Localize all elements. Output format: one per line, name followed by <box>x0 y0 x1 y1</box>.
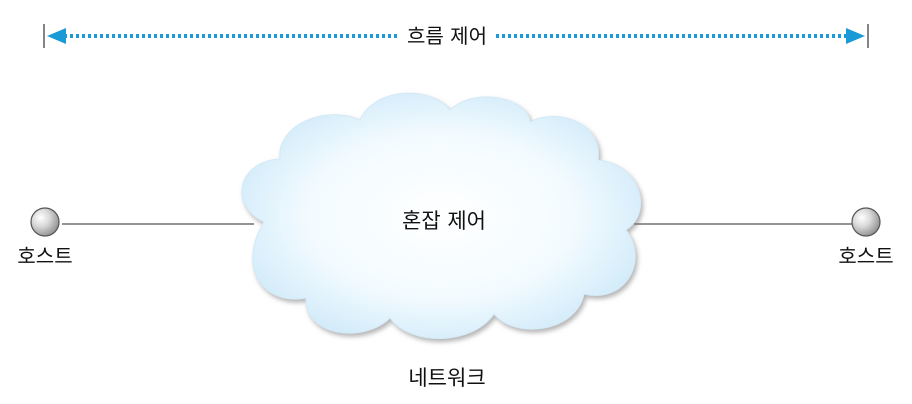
flow-control-label: 흐름 제어 <box>407 24 487 48</box>
right-host: 호스트 <box>838 207 894 268</box>
network-cloud: 혼잡 제어 <box>241 92 642 339</box>
arrow-right-icon <box>846 28 865 44</box>
sphere-node-icon <box>851 207 881 237</box>
left-host: 호스트 <box>17 207 73 268</box>
network-label: 네트워크 <box>408 366 485 390</box>
left-host-label: 호스트 <box>17 244 72 268</box>
arrow-left-icon <box>47 28 66 44</box>
cloud-icon <box>241 92 642 339</box>
right-host-label: 호스트 <box>838 244 893 268</box>
flow-control-arrow: 흐름 제어 <box>43 24 869 48</box>
congestion-control-label: 혼잡 제어 <box>402 209 486 233</box>
sphere-node-icon <box>30 207 60 237</box>
